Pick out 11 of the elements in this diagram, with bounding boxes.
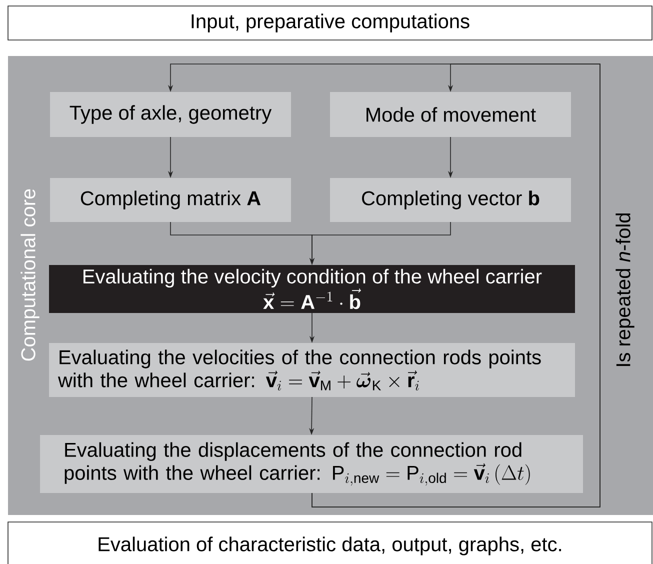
process-box: Evaluating the velocities of the connection rods points with the wheel carrier: $\vec{\mathbf{v}}_i = \vec{\mathbf{v}}_\mathrm{M} + \vec{\boldsymbol{\omega}}_\mathrm{K} \times \vec{\mathbf{r}}_i$ (49, 342, 575, 397)
loop-label: Is repeated n-fold (616, 213, 634, 366)
process-box: Type of axle, geometry (50, 92, 291, 137)
highlighted-box: Evaluating the velocity condition of the wheel carrier $\vec{\mathbf{x}} = \mathbf{A}^{-1} \cdot \vec{\mathbf{b}}$ (49, 265, 575, 313)
process-box: Mode of movement (330, 92, 571, 137)
process-box: Evaluating the displacements of the connection rod points with the wheel carrier: $\mathrm{P}_{i,\mathrm{new}} = \mathrm{P}_{i,\mathrm{old}} = \vec{\mathbf{v}}_i\,(\Delta t)$ (40, 434, 583, 493)
process-box: Input, preparative computations (8, 6, 652, 40)
process-box: Evaluation of characteristic data, output, graphs, etc. (8, 522, 652, 564)
process-box: Completing matrix A (50, 178, 291, 222)
process-box: Completing vector b (330, 178, 571, 222)
arrow (312, 64, 600, 508)
